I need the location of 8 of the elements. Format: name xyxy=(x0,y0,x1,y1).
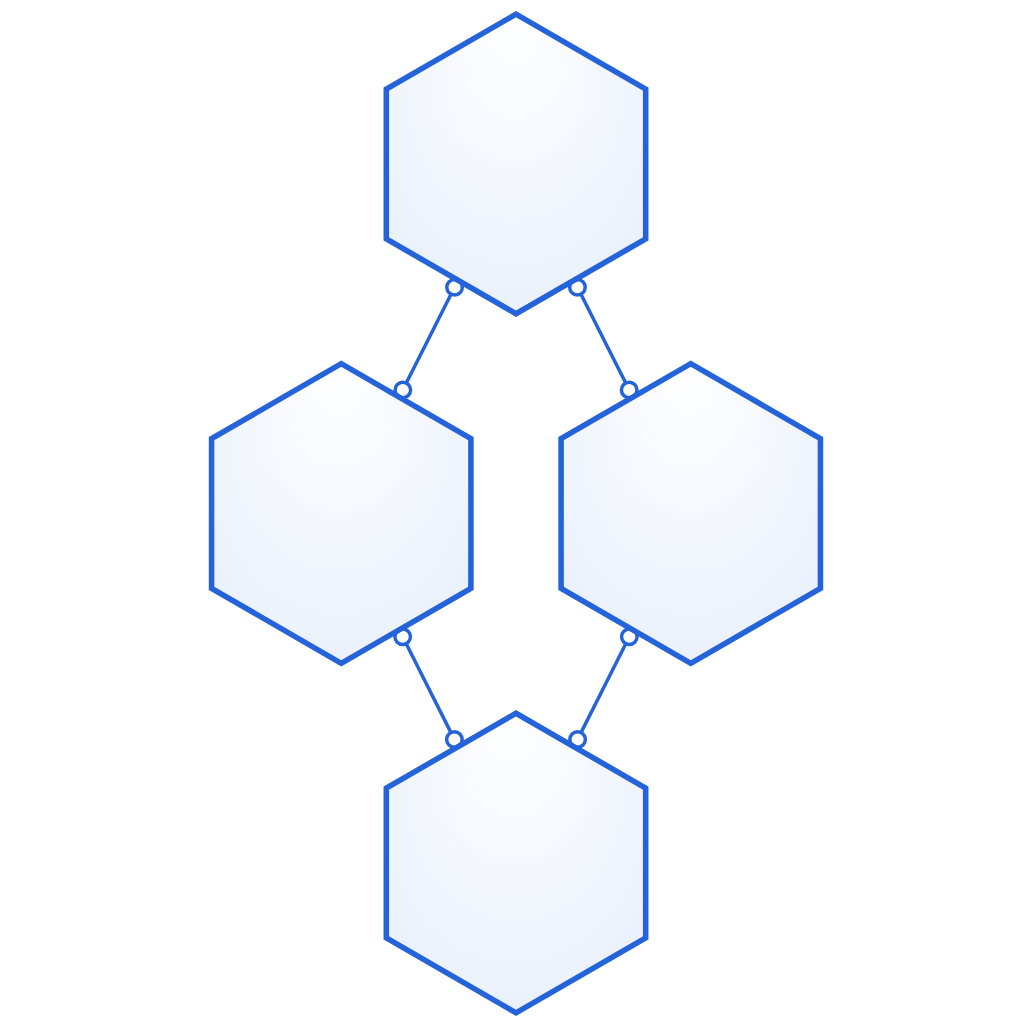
connector xyxy=(567,627,639,749)
connector xyxy=(567,277,639,400)
node-hexagon xyxy=(557,360,823,667)
connector xyxy=(392,627,464,749)
connector xyxy=(392,277,464,400)
node-hexagon xyxy=(208,360,474,667)
node-hexagon xyxy=(383,710,648,1017)
node-hexagon xyxy=(383,10,648,317)
